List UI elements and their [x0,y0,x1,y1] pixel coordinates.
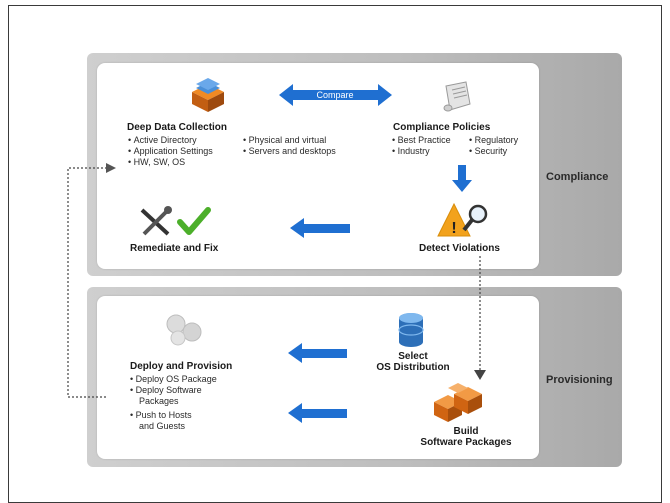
list-item: Regulatory [469,135,519,146]
list-item: Deploy OS Package [130,374,217,385]
list-item: Application Settings [128,146,213,157]
deep-data-title: Deep Data Collection [127,122,228,133]
policies-list-2: Regulatory Security [469,135,519,157]
list-item: Deploy Software [130,385,217,396]
list-item-continuation: and Guests [139,421,186,431]
packages-icon [434,383,482,422]
puzzle-gears-icon [166,314,202,346]
warning-magnifier-icon: ! [437,202,488,237]
policies-title: Compliance Policies [393,122,491,133]
database-icon [398,313,424,347]
build-title-1: Build [453,426,479,437]
down-arrow-policies [452,165,472,192]
list-item: Servers and desktops [243,146,336,157]
left-arrow-build [288,403,347,423]
tools-icon [140,206,172,236]
deploy-list: Deploy OS Package Deploy Software Packag… [130,374,217,432]
compare-arrow [279,84,392,106]
list-item: Security [469,146,518,157]
select-title-1: Select [398,351,428,362]
policies-list-1: Best Practice Industry [392,135,451,157]
deploy-title: Deploy and Provision [130,361,233,372]
list-item: Push to Hosts [130,410,217,421]
deep-data-list-2: Physical and virtual Servers and desktop… [243,135,336,157]
compliance-label: Compliance [546,171,609,183]
build-title-2: Software Packages [420,437,512,448]
compare-label: Compare [316,90,353,100]
deep-data-list-1: Active Directory Application Settings HW… [128,135,213,168]
select-title-2: OS Distribution [376,362,450,373]
remediate-title: Remediate and Fix [130,243,219,254]
svg-text:!: ! [451,220,456,237]
scroll-document-icon [443,81,471,112]
left-arrow-detect [290,218,350,238]
provisioning-label: Provisioning [546,374,613,386]
checkmark-icon [177,207,211,235]
dotted-feedback-loop [67,163,116,398]
list-item: Active Directory [128,135,213,146]
list-item: Industry [392,146,451,157]
detect-title: Detect Violations [419,243,500,254]
left-arrow-select [288,343,347,363]
list-item-continuation: Packages [139,396,179,406]
dotted-connector-detect-build [474,256,486,380]
list-item: HW, SW, OS [128,157,213,168]
server-rack-icon [192,78,224,112]
list-item: Physical and virtual [243,135,336,146]
list-item: Best Practice [392,135,451,146]
